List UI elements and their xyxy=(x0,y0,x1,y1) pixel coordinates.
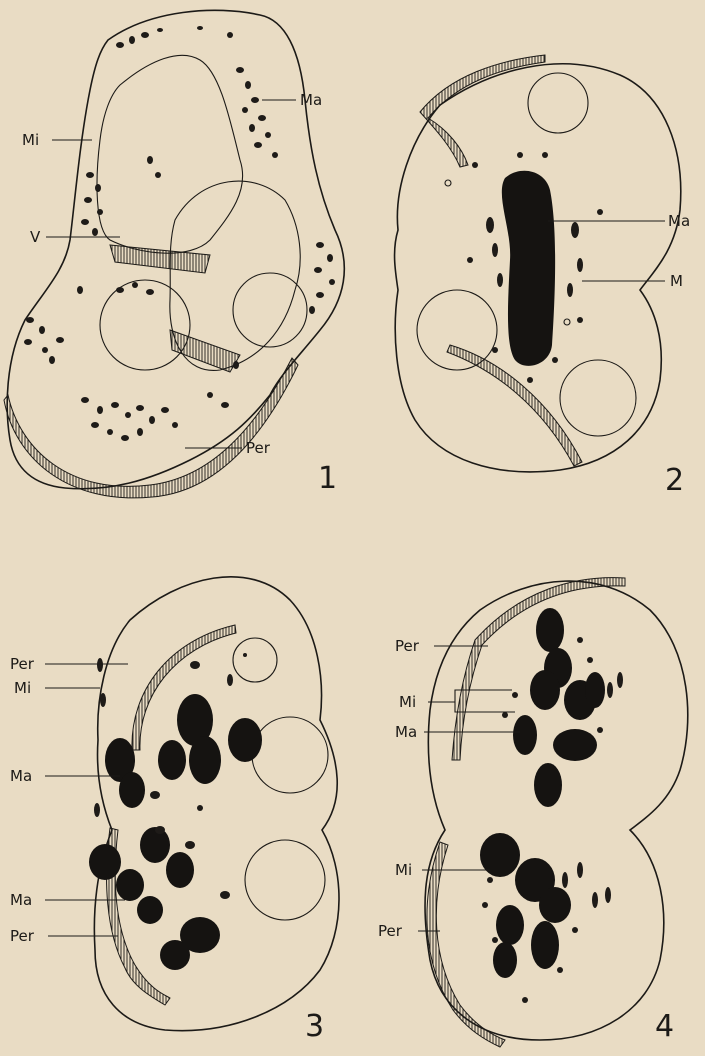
fig3-vacuole-bottom xyxy=(245,840,325,920)
figure-4: Per Mi Ma Mi Per 4 xyxy=(378,578,688,1047)
fig1-label-per: Per xyxy=(246,439,271,457)
fig2-number: 2 xyxy=(665,463,684,498)
fig4-number: 4 xyxy=(655,1009,674,1044)
fig3-number: 3 xyxy=(305,1009,324,1044)
fig4-label-mi-top: Mi xyxy=(399,693,416,711)
fig2-vacuole-right xyxy=(560,360,636,436)
fig1-inner-outline xyxy=(97,55,243,253)
fig2-peristome-top xyxy=(420,55,545,167)
fig4-label-per-bottom: Per xyxy=(378,922,403,940)
fig4-macronuclei xyxy=(480,608,605,978)
fig2-label-ma: Ma xyxy=(668,212,690,230)
figure-1: Mi Ma V Per 1 xyxy=(4,10,344,498)
fig3-label-per-bottom: Per xyxy=(10,927,35,945)
fig3-label-per-top: Per xyxy=(10,655,35,673)
fig2-vacuole-top xyxy=(528,73,588,133)
fig1-label-mi: Mi xyxy=(22,131,39,149)
fig3-label-mi: Mi xyxy=(14,679,31,697)
figure-2: Ma M 2 xyxy=(395,55,691,498)
fig4-label-mi-bottom: Mi xyxy=(395,861,412,879)
fig3-vacuole-top xyxy=(233,638,277,682)
fig3-vacuole-mid xyxy=(252,717,328,793)
fig1-vacuole-left xyxy=(100,280,190,370)
fig1-label-ma: Ma xyxy=(300,91,322,109)
fig3-label-ma-top: Ma xyxy=(10,767,32,785)
fig4-mi-bracket xyxy=(428,690,515,712)
fig2-small-vesicle-2 xyxy=(564,319,570,325)
fig2-vacuole-left xyxy=(417,290,497,370)
figure-3: Per Mi Ma Ma Per 3 xyxy=(10,577,339,1044)
fig1-oral-band-lower xyxy=(170,330,240,372)
fig1-vacuole-right xyxy=(233,273,307,347)
fig3-label-ma-bottom: Ma xyxy=(10,891,32,909)
fig1-label-v: V xyxy=(30,228,41,246)
fig1-cell-outline xyxy=(7,10,344,488)
fig2-peristome-bottom xyxy=(447,345,582,466)
fig2-label-m: M xyxy=(670,272,683,290)
fig2-macronucleus xyxy=(502,171,555,366)
fig2-small-vesicle xyxy=(445,180,451,186)
fig4-label-per-top: Per xyxy=(395,637,420,655)
fig4-label-ma: Ma xyxy=(395,723,417,741)
fig1-number: 1 xyxy=(318,461,337,496)
